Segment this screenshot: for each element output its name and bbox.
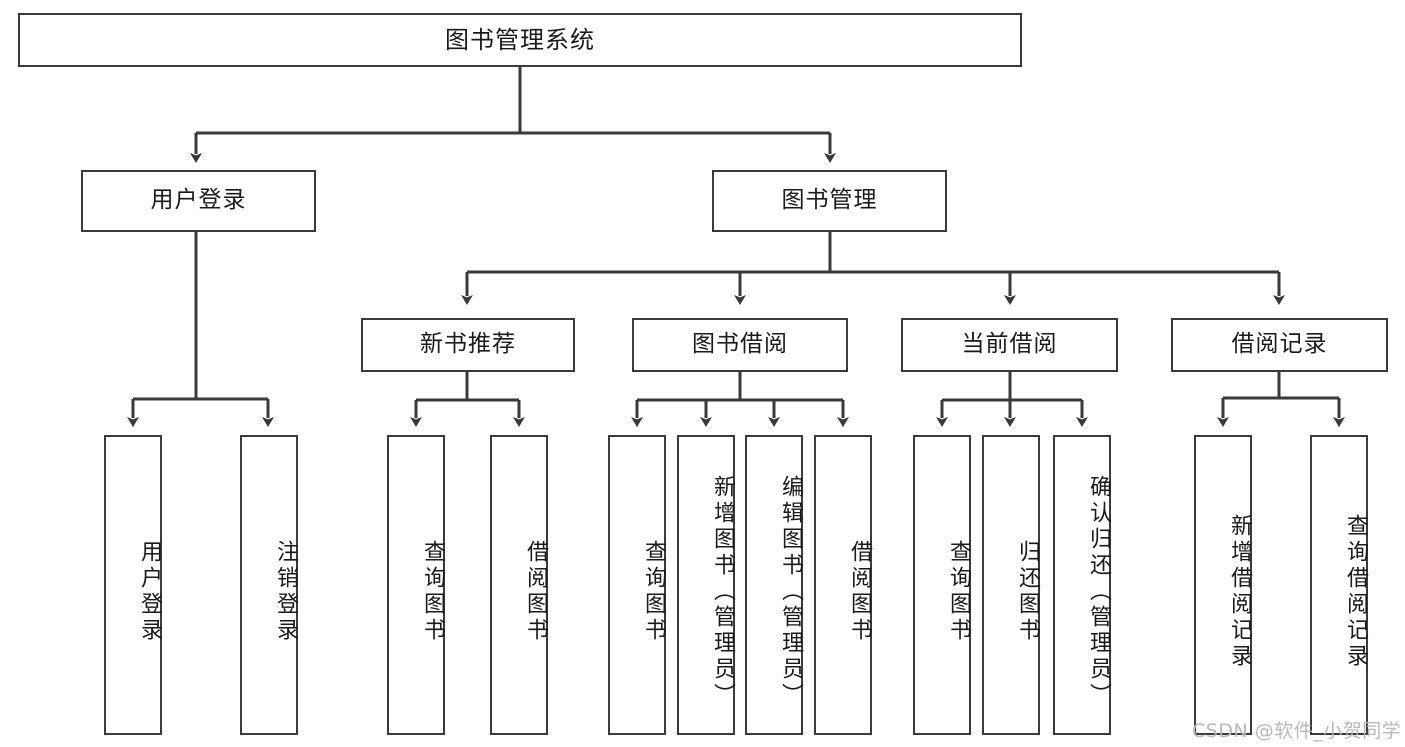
leaf-label: 编辑图书（管理员） <box>778 475 803 709</box>
leaf-current-borrow-query-book[interactable]: 查询图书 <box>913 435 971 735</box>
leaf-new-book-borrow-book[interactable]: 借阅图书 <box>490 435 548 735</box>
leaf-book-borrow-add-book[interactable]: 新增图书（管理员） <box>677 435 735 735</box>
node-user-login[interactable]: 用户登录 <box>81 170 316 232</box>
node-book-management[interactable]: 图书管理 <box>712 170 947 232</box>
node-borrow-record[interactable]: 借阅记录 <box>1171 318 1388 372</box>
leaf-label: 查询图书 <box>641 540 666 644</box>
leaf-label: 查询借阅记录 <box>1343 514 1368 670</box>
leaf-current-borrow-return-book[interactable]: 归还图书 <box>982 435 1040 735</box>
leaf-label: 用户登录 <box>137 540 162 644</box>
leaf-label: 查询图书 <box>420 540 445 644</box>
node-book-borrow[interactable]: 图书借阅 <box>632 318 848 372</box>
leaf-book-borrow-query-book[interactable]: 查询图书 <box>608 435 666 735</box>
leaf-label: 确认归还（管理员） <box>1086 475 1111 709</box>
node-new-book-recommend[interactable]: 新书推荐 <box>361 318 575 372</box>
node-current-borrow[interactable]: 当前借阅 <box>901 318 1118 372</box>
leaf-label: 借阅图书 <box>523 540 548 644</box>
leaf-borrow-record-add-record[interactable]: 新增借阅记录 <box>1194 435 1252 735</box>
node-root[interactable]: 图书管理系统 <box>18 13 1022 67</box>
leaf-label: 新增图书（管理员） <box>710 475 735 709</box>
leaf-label: 新增借阅记录 <box>1227 514 1252 670</box>
leaf-label: 注销登录 <box>273 540 298 644</box>
leaf-current-borrow-confirm-return[interactable]: 确认归还（管理员） <box>1053 435 1111 735</box>
leaf-label: 查询图书 <box>946 540 971 644</box>
csdn-watermark: CSDN @软件_小贺同学 <box>1192 720 1402 742</box>
leaf-user-login-logout[interactable]: 注销登录 <box>240 435 298 735</box>
leaf-label: 归还图书 <box>1015 540 1040 644</box>
leaf-new-book-query-book[interactable]: 查询图书 <box>387 435 445 735</box>
leaf-borrow-record-query-record[interactable]: 查询借阅记录 <box>1310 435 1368 735</box>
leaf-label: 借阅图书 <box>847 540 872 644</box>
leaf-book-borrow-edit-book[interactable]: 编辑图书（管理员） <box>745 435 803 735</box>
leaf-book-borrow-borrow-book[interactable]: 借阅图书 <box>814 435 872 735</box>
leaf-user-login-login[interactable]: 用户登录 <box>104 435 162 735</box>
